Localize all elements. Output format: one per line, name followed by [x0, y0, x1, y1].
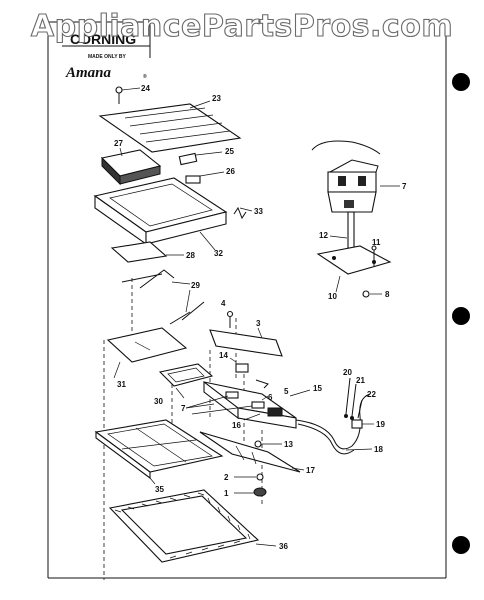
callout-35: 35 [155, 485, 164, 494]
part-19-connector [351, 419, 374, 429]
callout-32: 32 [214, 249, 223, 258]
part-24-screw [115, 86, 141, 104]
part-14-block [229, 357, 249, 373]
callout-27: 27 [114, 139, 123, 148]
callout-26: 26 [226, 167, 235, 176]
callout-12: 12 [319, 231, 328, 240]
callout-33: 33 [254, 207, 263, 216]
part-20-21-22-terminals [344, 377, 363, 420]
part-32-housing-tray [93, 177, 228, 251]
part-29-wire-leads [121, 269, 205, 325]
part-3-rail [209, 327, 283, 357]
callout-5: 5 [284, 387, 289, 396]
callout-6: 6 [268, 393, 273, 402]
part-27-filter-block [100, 147, 162, 186]
part-10-bracket-plate [316, 245, 392, 293]
amana-logo: Amana [65, 65, 112, 81]
callout-21: 21 [356, 376, 365, 385]
part-11-screw [371, 245, 377, 266]
part-5-clip [255, 379, 269, 389]
callout-22: 22 [367, 390, 376, 399]
callout-16: 16 [232, 421, 241, 430]
callout-23: 23 [212, 94, 221, 103]
made-only-by: MADE ONLY BY [88, 54, 126, 60]
callout-8: 8 [385, 290, 390, 299]
callout-19: 19 [376, 420, 385, 429]
callout-15: 15 [313, 384, 322, 393]
part-1-knob [234, 487, 267, 497]
control-board-assembly [185, 380, 311, 429]
part-25-bracket [178, 151, 223, 166]
part-13-clip [254, 440, 282, 448]
callout-29: 29 [191, 281, 200, 290]
callout-11: 11 [372, 238, 381, 247]
part-26-clip [185, 171, 225, 184]
part-23-cover-panel [98, 100, 242, 153]
logo-registered-mark: ® [143, 73, 147, 80]
callout-24: 24 [141, 84, 150, 93]
part-31-panel [106, 327, 188, 379]
brand-name: CORNING [70, 31, 136, 47]
callout-1: 1 [224, 489, 229, 498]
callout-7-relay: 7 [402, 182, 407, 191]
callout-25: 25 [225, 147, 234, 156]
binder-hole-top [452, 73, 470, 91]
callout-10: 10 [328, 292, 337, 301]
callout-31: 31 [117, 380, 126, 389]
part-17-front-strip [199, 431, 305, 473]
callout-20: 20 [343, 368, 352, 377]
part-8-nut [362, 290, 382, 298]
binder-hole-middle [452, 307, 470, 325]
diagram-frame [47, 21, 447, 579]
callout-18: 18 [374, 445, 383, 454]
part-2-nut [234, 473, 264, 481]
callout-36: 36 [279, 542, 288, 551]
callout-2: 2 [224, 473, 229, 482]
callout-30: 30 [154, 397, 163, 406]
binder-hole-bottom [452, 536, 470, 554]
part-4-screw [226, 310, 234, 328]
callout-13: 13 [284, 440, 293, 449]
callout-28: 28 [186, 251, 195, 260]
callout-17: 17 [306, 466, 315, 475]
part-28-plate [110, 241, 184, 263]
callout-4: 4 [221, 299, 226, 308]
part-35-glass-tray [94, 419, 224, 485]
callout-7-board: 7 [181, 404, 186, 413]
callout-3: 3 [256, 319, 261, 328]
part-7-relay-assembly [311, 140, 400, 213]
part-12-shaft [329, 211, 355, 249]
part-30-tray [158, 363, 214, 399]
watermark: AppliancePartsPros.com [31, 9, 453, 44]
part-36-gasket-frame [108, 489, 277, 563]
callout-labels: 24 23 27 25 26 33 32 28 29 4 3 14 5 31 3… [114, 84, 407, 551]
callout-14: 14 [219, 351, 228, 360]
part-33-spring-clip [233, 206, 253, 220]
